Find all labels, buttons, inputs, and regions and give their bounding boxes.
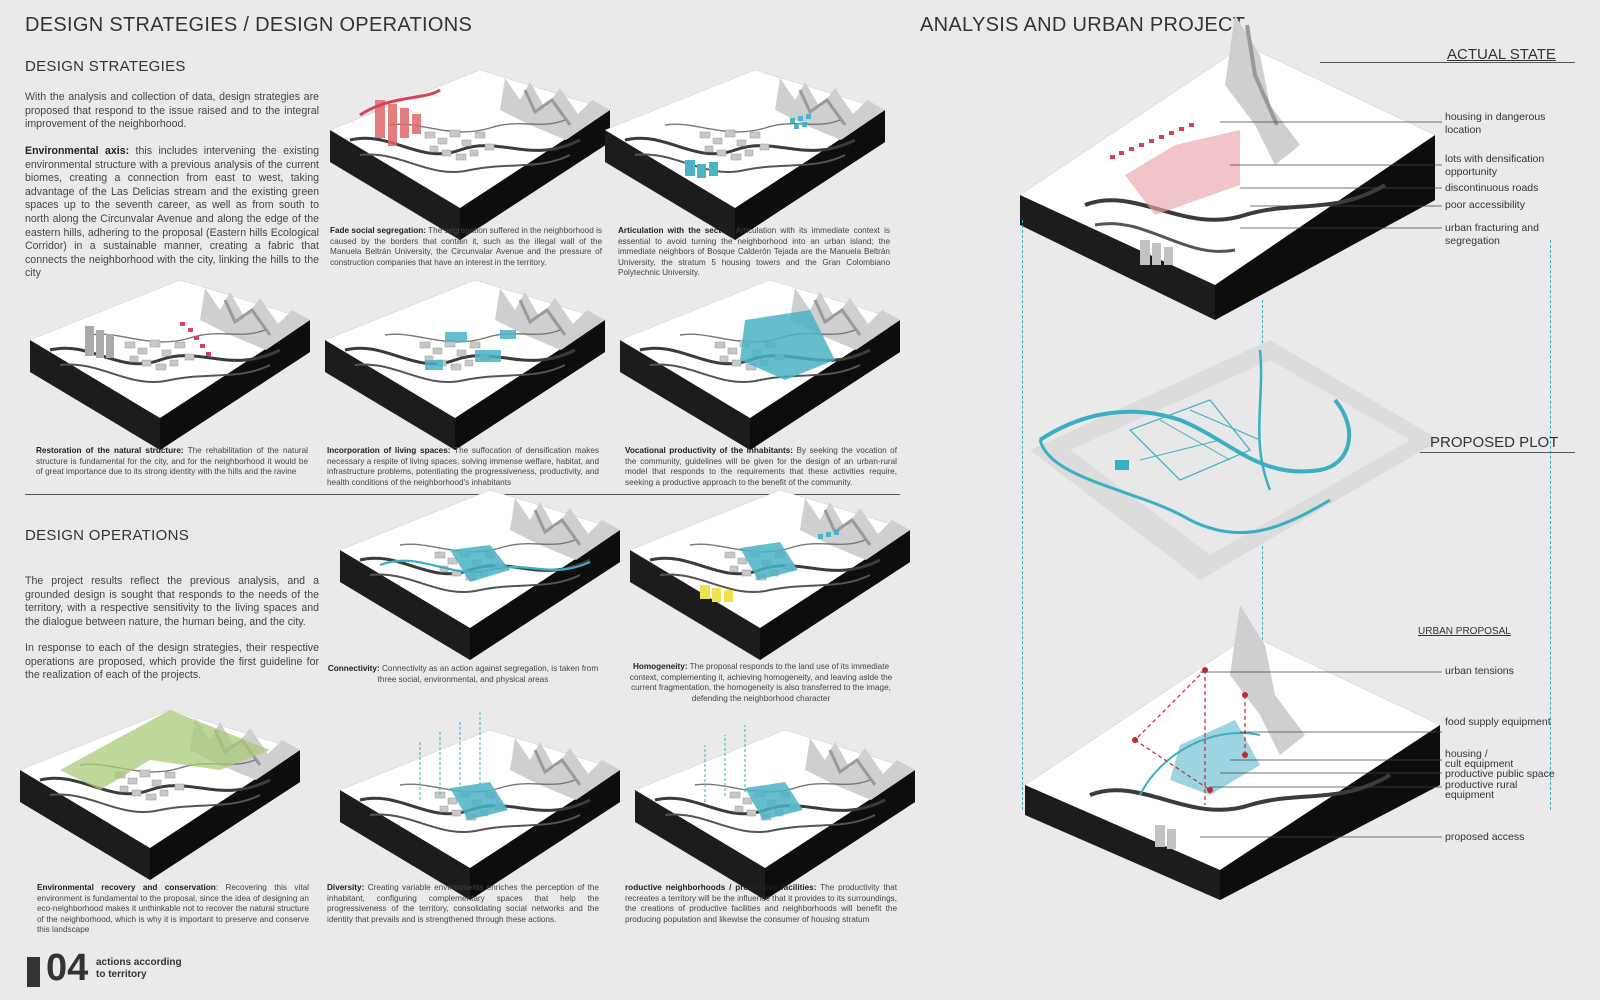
homogeneity-diagram (630, 490, 910, 660)
label-food-supply: food supply equipment (1445, 716, 1551, 728)
urban-proposal-title: URBAN PROPOSAL (1418, 626, 1511, 637)
label-urban-fracturing: urban fracturing and segregation (1445, 222, 1539, 247)
label-discontinuous-roads: discontinuous roads (1445, 182, 1539, 194)
left-page-title: DESIGN STRATEGIES / DESIGN OPERATIONS (25, 14, 473, 36)
living-spaces-diagram (325, 280, 605, 450)
label-housing: housing / (1445, 748, 1488, 760)
label-cult-equipment: cult equipment (1445, 758, 1514, 770)
connector-line-right (1550, 240, 1551, 810)
actual-state-terrain (1020, 15, 1435, 320)
right-page-title: ANALYSIS AND URBAN PROJECT (920, 14, 1246, 36)
actual-state-rule (1320, 62, 1575, 63)
strategies-intro: With the analysis and collection of data… (25, 91, 319, 131)
proposed-plot-title: PROPOSED PLOT (1430, 434, 1559, 451)
fade-segregation-diagram (330, 70, 610, 240)
actual-state-leader-lines (1220, 121, 1442, 229)
restoration-diagram (30, 280, 310, 450)
operations-heading: DESIGN OPERATIONS (25, 527, 190, 544)
productive-neighborhoods-diagram (635, 725, 915, 900)
caption-productive-neighborhoods: roductive neighborhoods / productive fac… (625, 883, 897, 924)
proposed-plot-rule (1420, 452, 1575, 453)
caption-articulation: Articulation with the sector: Articulati… (618, 226, 890, 278)
environmental-recovery-diagram (20, 710, 300, 880)
environmental-axis-title: Environmental axis: (25, 145, 130, 157)
operations-intro-1: The project results reflect the previous… (25, 575, 319, 628)
label-poor-accessibility: poor accessibility (1445, 199, 1525, 211)
connector-line-left (1022, 220, 1023, 810)
label-productive-public-space: productive public space (1445, 768, 1555, 780)
strategies-heading: DESIGN STRATEGIES (25, 58, 186, 75)
label-dangerous-housing: housing in dangerous location (1445, 111, 1546, 136)
productivity-diagram (620, 280, 900, 450)
actual-state-title: ACTUAL STATE (1447, 46, 1556, 63)
articulation-diagram (605, 70, 885, 240)
urban-proposal-terrain (1025, 605, 1440, 900)
label-productive-rural-equipment: productive rural equipment (1445, 779, 1518, 801)
caption-restoration: Restoration of the natural structure: Th… (36, 446, 308, 477)
diversity-diagram (340, 710, 620, 900)
caption-homogeneity: Homogeneity: The proposal responds to th… (629, 662, 893, 703)
caption-diversity: Diversity: Creating variable environment… (327, 883, 599, 924)
caption-environmental-recovery: Environmental recovery and conservation:… (37, 883, 309, 935)
label-proposed-access: proposed access (1445, 831, 1525, 843)
environmental-axis-paragraph: Environmental axis: this includes interv… (25, 145, 319, 281)
connectivity-diagram (340, 490, 620, 660)
label-densification-lots: lots with densification opportunity (1445, 153, 1545, 178)
operations-intro-2: In response to each of the design strate… (25, 642, 319, 682)
section-divider (25, 494, 900, 495)
environmental-axis-text: this includes intervening the existing e… (25, 145, 319, 280)
urban-proposal-leader-lines (1200, 671, 1442, 838)
label-urban-tensions: urban tensions (1445, 665, 1514, 677)
caption-productivity: Vocational productivity of the inhabitan… (625, 446, 898, 487)
caption-connectivity: Connectivity: Connectivity as an action … (327, 664, 599, 684)
footer-number: 04 (46, 947, 89, 989)
footer-bar (27, 957, 40, 987)
proposed-plot-map (1030, 340, 1440, 580)
caption-fade-segregation: Fade social segregation: The segregation… (330, 226, 602, 267)
caption-living-spaces: Incorporation of living spaces: The suff… (327, 446, 599, 487)
